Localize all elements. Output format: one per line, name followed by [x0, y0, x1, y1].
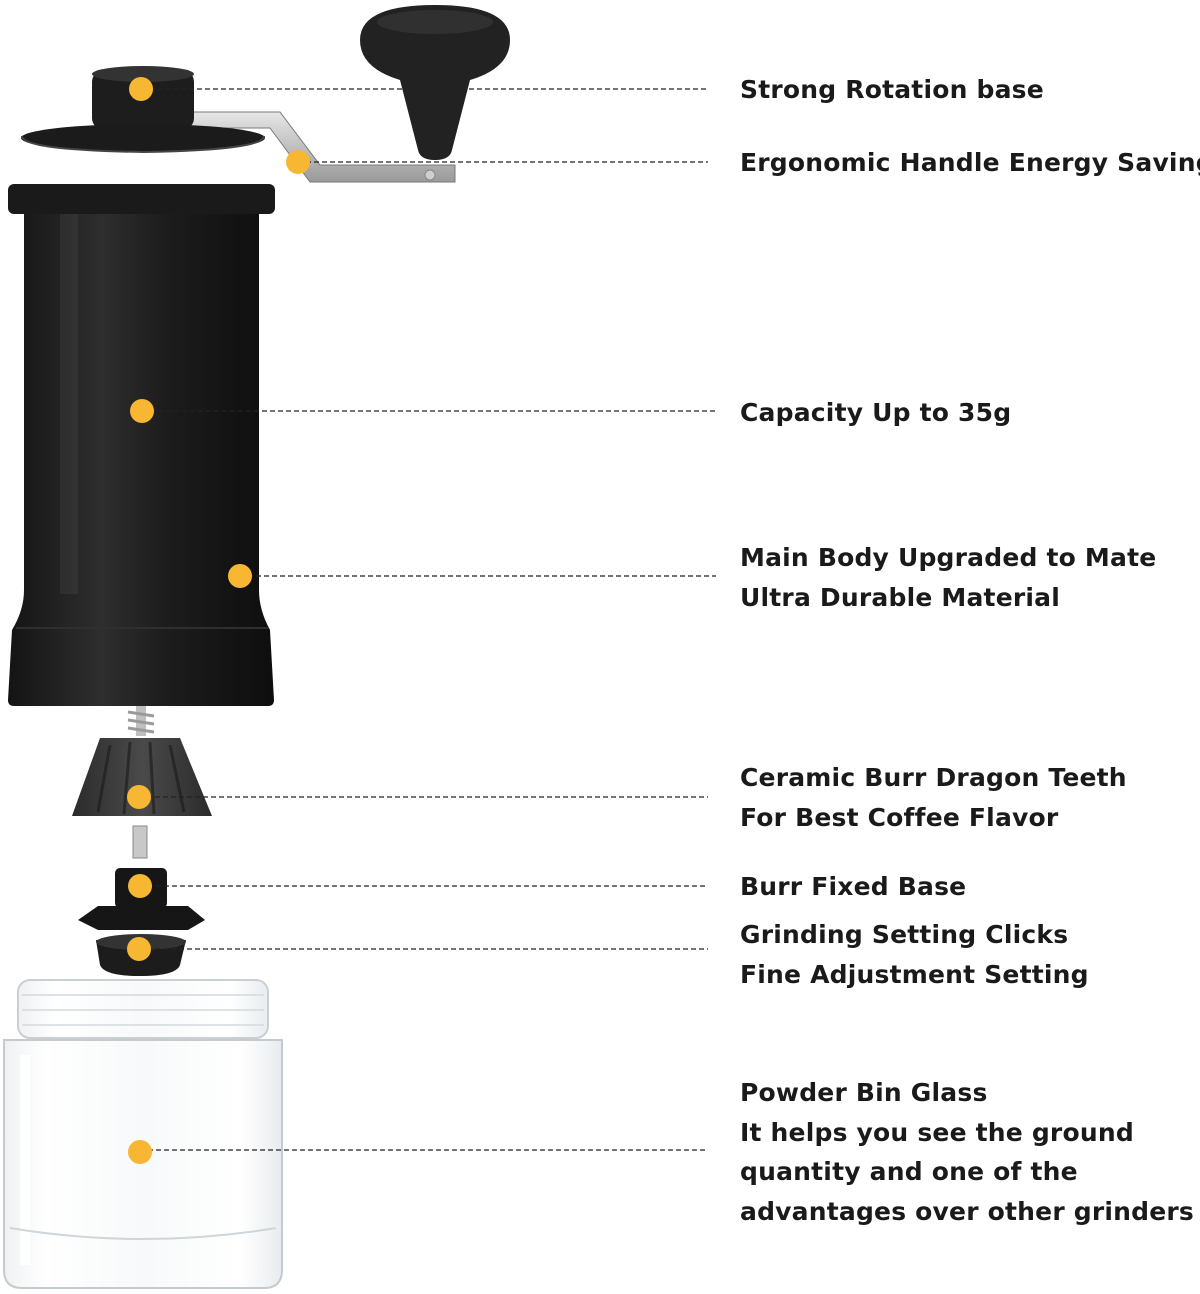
callout-leaders: [127, 77, 716, 1164]
callout-marker: [130, 399, 154, 423]
callout-marker: [128, 1140, 152, 1164]
callout-label-line: quantity and one of the: [740, 1157, 1078, 1186]
callout-marker: [129, 77, 153, 101]
callout-label-line: Ultra Durable Material: [740, 582, 1060, 612]
ceramic-burr: [72, 738, 212, 859]
handle-knob: [360, 5, 510, 160]
callout-label: Powder Bin Glass It helps you see the gro…: [740, 1073, 1194, 1231]
callout-label-line: Strong Rotation base: [740, 75, 1044, 104]
callout-label-line: For Best Coffee Flavor: [740, 802, 1059, 832]
callout-marker: [286, 150, 310, 174]
callout-marker: [127, 937, 151, 961]
powder-bin-glass: [3, 979, 283, 1289]
callout-label-line: Ergonomic Handle Energy Saving: [740, 148, 1200, 177]
callout-label: Ergonomic Handle Energy Saving: [740, 143, 1200, 183]
callout-label: Burr Fixed Base: [740, 867, 966, 907]
callout-label-line: Capacity Up to 35g: [740, 398, 1012, 427]
rotation-base: [21, 66, 265, 154]
callout-label: Strong Rotation base: [740, 70, 1044, 110]
callout-label-line: Fine Adjustment Setting: [740, 959, 1089, 989]
callout-label-line: Grinding Setting Clicks: [740, 920, 1069, 949]
callout-label-line: advantages over other grinders: [740, 1196, 1195, 1226]
shaft: [127, 706, 155, 736]
callout-label-line: It helps you see the ground: [740, 1117, 1134, 1147]
callout-label-line: Ceramic Burr Dragon Teeth: [740, 763, 1127, 792]
callout-label-line: Burr Fixed Base: [740, 872, 967, 901]
callout-label: Capacity Up to 35g: [740, 393, 1011, 433]
callout-marker: [128, 874, 152, 898]
main-body: [8, 184, 275, 706]
callout-marker: [228, 564, 252, 588]
callout-marker: [127, 785, 151, 809]
callout-label-line: Powder Bin Glass: [740, 1078, 988, 1107]
callout-label-line: Main Body Upgraded to Mate: [740, 543, 1157, 572]
